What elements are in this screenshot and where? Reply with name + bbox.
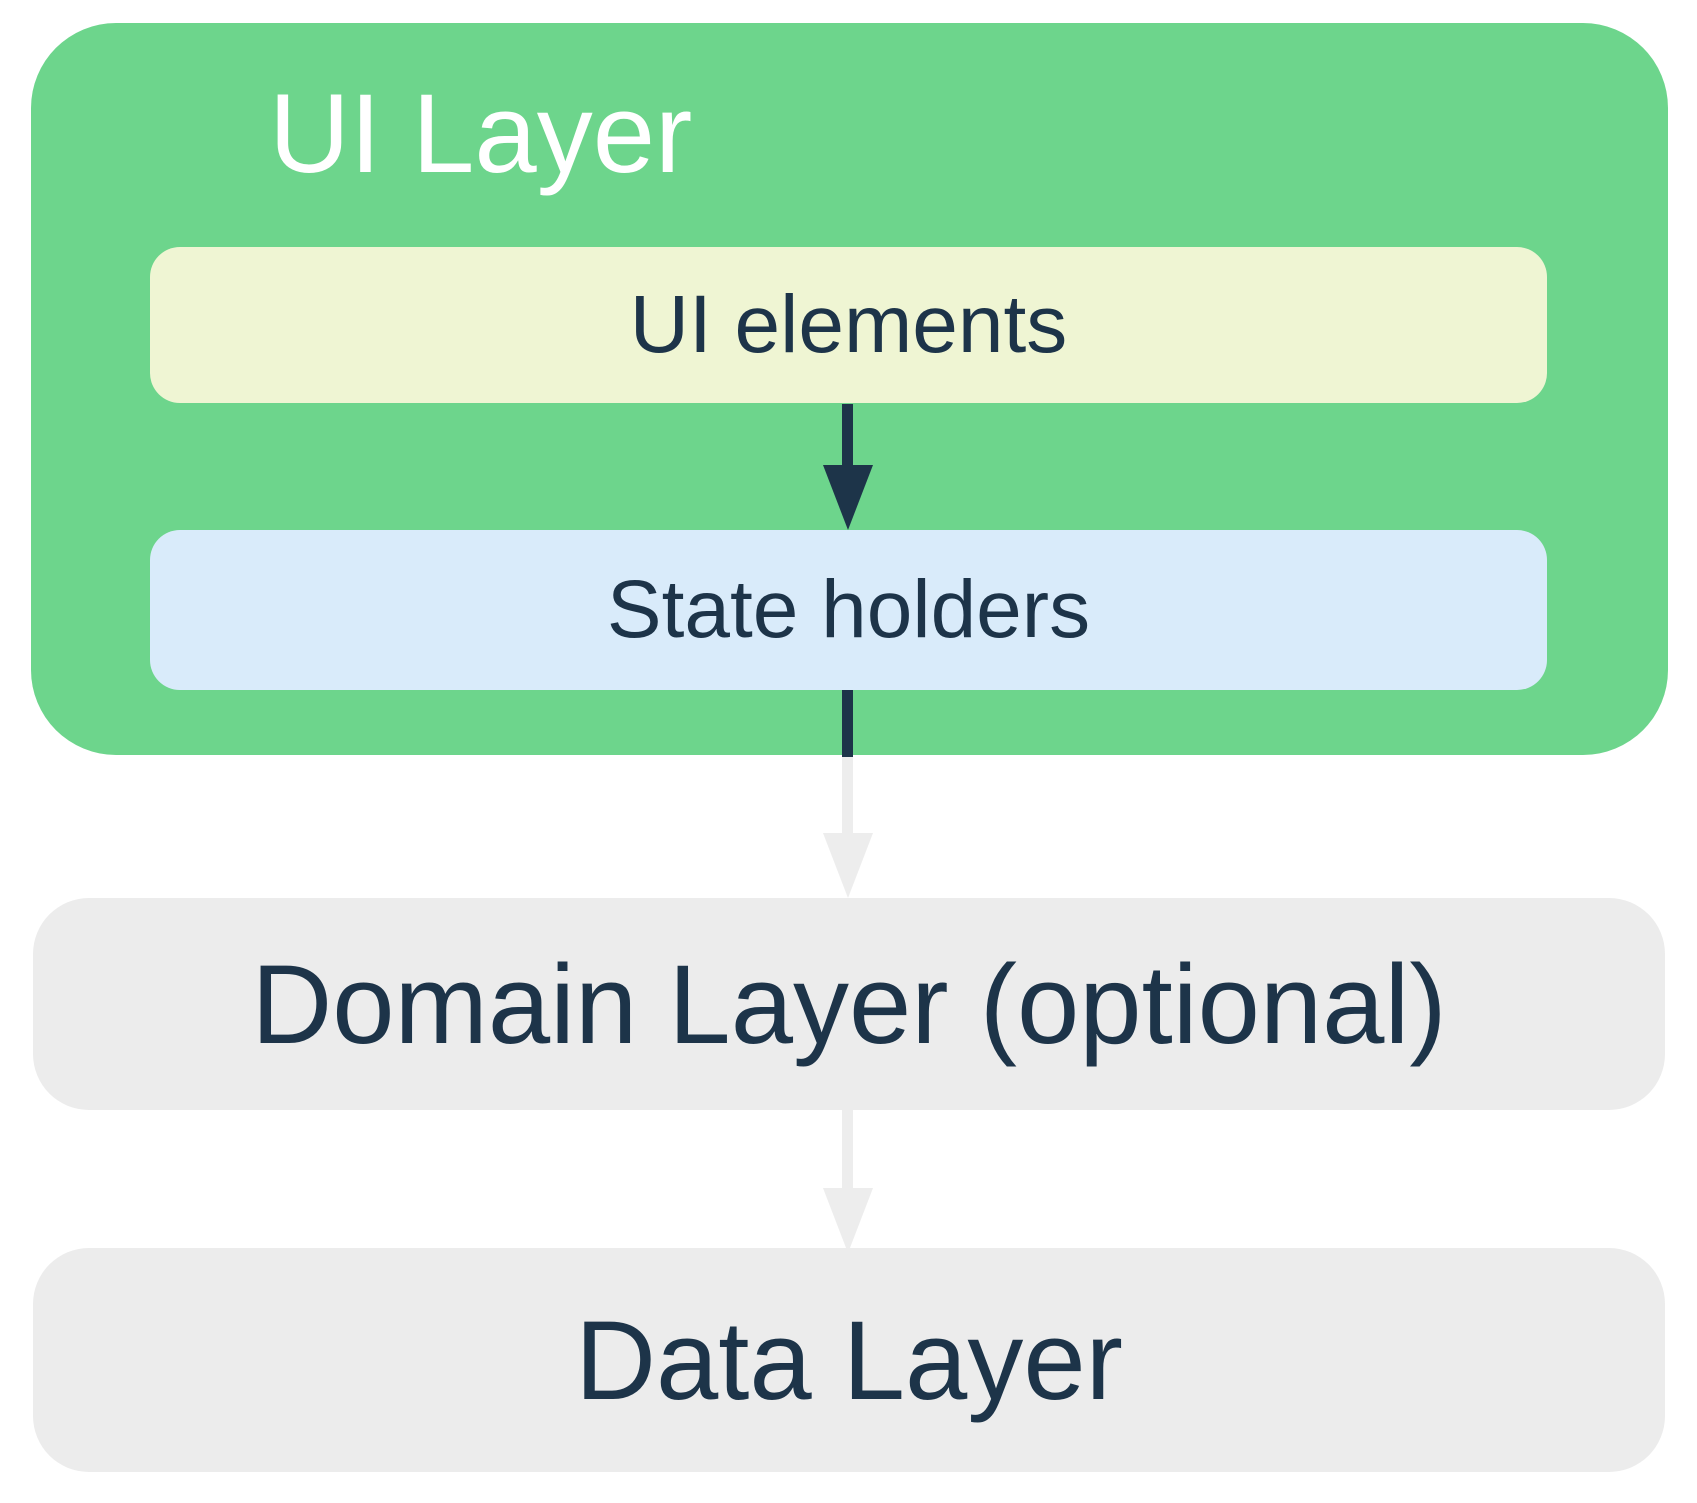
arrow-head-icon <box>823 1188 873 1253</box>
domain-layer-box: Domain Layer (optional) <box>33 898 1665 1110</box>
state-holders-label: State holders <box>606 564 1091 655</box>
arrow-head-icon <box>823 465 873 530</box>
ui-elements-label: UI elements <box>629 279 1068 370</box>
domain-layer-title: Domain Layer (optional) <box>251 941 1447 1067</box>
arrow-shaft <box>842 1110 853 1189</box>
arrow-shaft <box>842 690 853 758</box>
data-layer-box: Data Layer <box>33 1248 1665 1472</box>
arrow-shaft <box>842 757 853 834</box>
ui-elements-box: UI elements <box>150 247 1547 403</box>
arrow-shaft <box>842 404 853 466</box>
data-layer-title: Data Layer <box>575 1297 1123 1423</box>
ui-layer-title: UI Layer <box>269 71 693 196</box>
state-holders-box: State holders <box>150 530 1547 690</box>
arrow-head-icon <box>823 833 873 898</box>
